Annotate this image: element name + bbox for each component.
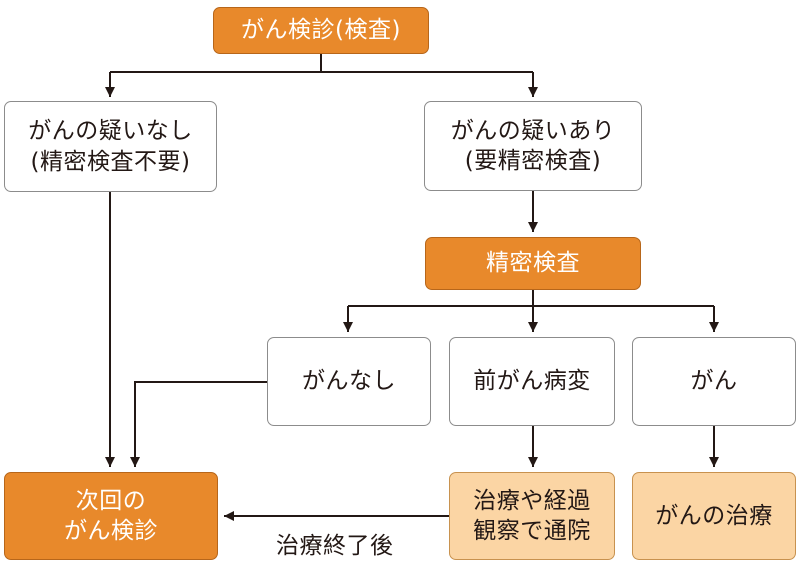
- node-no-cancer: がんなし: [267, 337, 431, 426]
- node-treatment-or-observation: 治療や経過 観察で通院: [449, 472, 615, 560]
- node-cancer-screening: がん検診(検査): [213, 7, 429, 54]
- node-no-suspicion-label: がんの疑いなし (精密検査不要): [28, 118, 193, 175]
- node-cancer: がん: [632, 337, 796, 426]
- node-cancer-treatment-label: がんの治療: [655, 502, 773, 529]
- node-cancer-treatment: がんの治療: [632, 472, 796, 560]
- node-precancer-label: 前がん病変: [473, 368, 591, 395]
- node-no-cancer-label: がんなし: [302, 368, 396, 395]
- node-detailed-exam: 精密検査: [425, 237, 641, 290]
- edge-no-cancer-to-next: [130, 381, 267, 467]
- node-detailed-exam-label: 精密検査: [486, 250, 580, 277]
- node-cancer-screening-label: がん検診(検査): [241, 17, 401, 44]
- node-cancer-label: がん: [690, 368, 738, 395]
- node-no-suspicion: がんの疑いなし (精密検査不要): [4, 101, 217, 192]
- node-precancer: 前がん病変: [449, 337, 615, 426]
- node-suspicion: がんの疑いあり (要精密検査): [424, 101, 642, 191]
- edge-label-after-treatment: 治療終了後: [276, 533, 394, 559]
- node-treatment-or-observation-label: 治療や経過 観察で通院: [473, 487, 591, 544]
- node-next-screening: 次回の がん検診: [4, 472, 218, 560]
- node-next-screening-label: 次回の がん検診: [64, 487, 158, 544]
- node-suspicion-label: がんの疑いあり (要精密検査): [450, 117, 616, 174]
